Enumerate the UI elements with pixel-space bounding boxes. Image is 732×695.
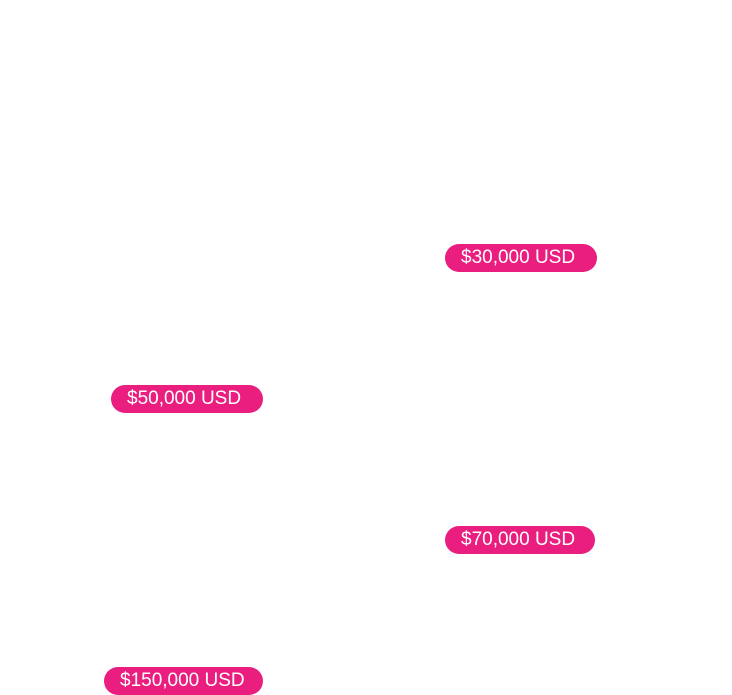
price-tag-150000: $150,000 USD [104, 667, 263, 695]
price-tag-30000: $30,000 USD [445, 244, 597, 272]
price-tag-70000: $70,000 USD [445, 526, 595, 554]
price-tag-50000: $50,000 USD [111, 385, 263, 413]
